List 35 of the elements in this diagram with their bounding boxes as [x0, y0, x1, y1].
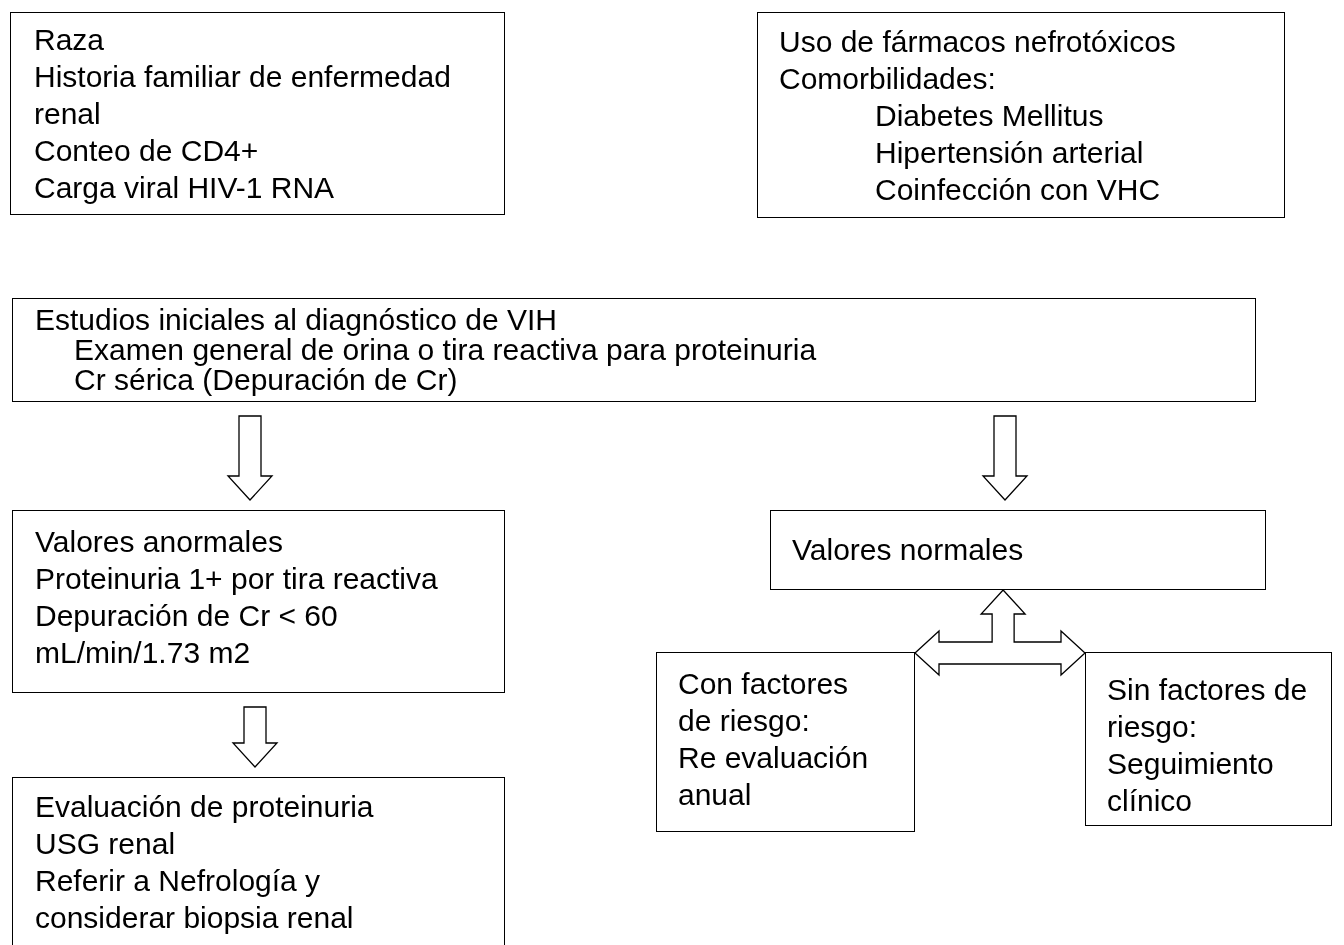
node-text: Seguimiento clínico — [1107, 746, 1275, 819]
node-text: Valores anormales — [35, 524, 284, 560]
node-text: Coinfección con VHC — [875, 172, 1162, 208]
node-text: Con factores de riesgo: — [678, 666, 850, 739]
process-box — [12, 777, 505, 945]
process-box — [12, 298, 1256, 402]
process-box — [12, 510, 505, 693]
node-text: Examen general de orina o tira reactiva para proteinuria — [74, 335, 818, 365]
node-text: Sin factores de riesgo: — [1107, 672, 1309, 745]
node-text: Depuración de Cr < 60 mL/min/1.73 m2 — [35, 598, 339, 671]
node-text: Comorbilidades: — [779, 61, 997, 97]
node-text: Uso de fármacos nefrotóxicos — [779, 24, 1177, 60]
hollow-arrow — [981, 415, 1029, 501]
node-text: Estudios iniciales al diagnóstico de VIH — [35, 305, 558, 335]
node-text: Re evaluación anual — [678, 740, 870, 813]
hollow-arrow — [914, 589, 1086, 677]
node-text: Referir a Nefrología y considerar biopsia renal — [35, 863, 355, 936]
node-text: Proteinuria 1+ por tira reactiva — [35, 561, 439, 597]
node-text: Valores normales — [792, 532, 1025, 568]
node-text: Conteo de CD4+ — [34, 133, 260, 169]
process-box — [656, 652, 915, 832]
node-text: Diabetes Mellitus — [875, 98, 1105, 134]
node-text: Raza — [34, 22, 106, 58]
node-text: Evaluación de proteinuria — [35, 789, 375, 825]
node-text: Hipertensión arterial — [875, 135, 1145, 171]
hollow-arrow — [226, 415, 274, 501]
process-box — [770, 510, 1266, 590]
node-text: Carga viral HIV-1 RNA — [34, 170, 336, 206]
node-text: Historia familiar de enfermedad renal — [34, 59, 452, 132]
node-text: USG renal — [35, 826, 177, 862]
hollow-arrow — [231, 706, 279, 768]
process-box — [10, 12, 505, 215]
node-text: Cr sérica (Depuración de Cr) — [74, 365, 459, 395]
process-box — [1085, 652, 1332, 826]
process-box — [757, 12, 1285, 218]
